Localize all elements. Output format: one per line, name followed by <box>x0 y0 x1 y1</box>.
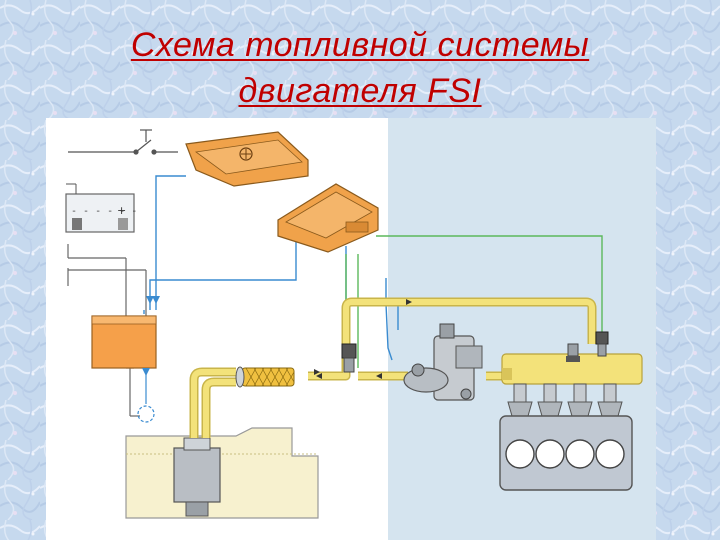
signal-lines-blue <box>143 175 399 361</box>
fuel-tank <box>125 427 319 519</box>
svg-text:- - - - - -: - - - - - - <box>71 206 137 217</box>
fuel-filter <box>235 366 295 388</box>
battery-icon: - - - - - - + <box>65 183 137 233</box>
pump-controller <box>91 315 157 369</box>
flow-arrows <box>314 299 412 379</box>
engine-block <box>499 415 633 491</box>
svg-text:+: + <box>117 204 126 217</box>
cylinder-2 <box>535 439 565 469</box>
title-line-1: Схема топливной системы <box>130 26 590 64</box>
pump-ecu <box>277 183 379 253</box>
ignition-switch-icon <box>68 129 178 155</box>
injector-2 <box>537 383 563 417</box>
cylinder-4 <box>595 439 625 469</box>
injectors <box>507 383 623 417</box>
engine-ecu <box>185 131 309 187</box>
pressure-limiter <box>566 343 580 362</box>
high-pressure-pump <box>403 323 483 401</box>
injector-3 <box>567 383 593 417</box>
cylinder-1 <box>505 439 535 469</box>
injector-1 <box>507 383 533 417</box>
fsi-fuel-system-diagram: - - - - - - + <box>46 118 656 540</box>
fuse-icon <box>137 405 155 423</box>
high-pressure-sensor <box>595 331 609 357</box>
title-line-2: двигателя FSI <box>238 72 482 110</box>
injector-4 <box>597 383 623 417</box>
slide-title: Схема топливной системы двигателя FSI <box>0 22 720 114</box>
low-pressure-sensor <box>341 343 357 373</box>
cylinder-3 <box>565 439 595 469</box>
